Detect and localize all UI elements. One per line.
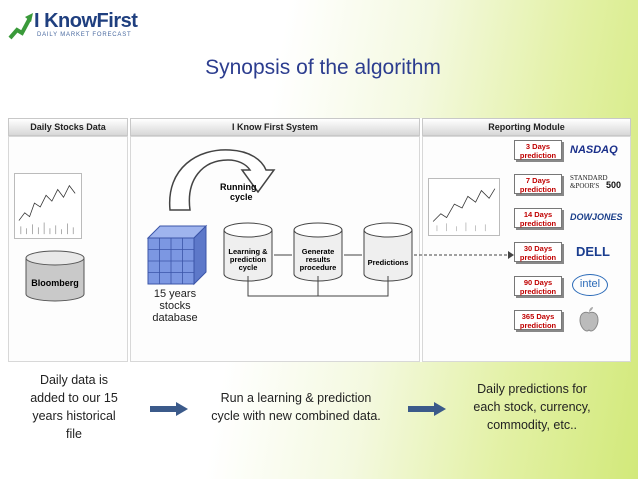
prediction-30-days-line2: prediction	[519, 253, 557, 262]
arrow-right-icon	[150, 402, 188, 416]
step-generate-label: Generate results procedure	[292, 248, 344, 272]
band-system: I Know First System	[130, 118, 420, 136]
prediction-90-days-line1: 90 Days	[523, 278, 553, 287]
database-label: 15 years stocks database	[144, 288, 206, 324]
prediction-3-days: 3 Days prediction	[514, 140, 562, 160]
caption-predictions-line1: Daily predictions for	[477, 382, 587, 396]
dowjones-logo: DOWJONES	[570, 212, 623, 222]
prediction-7-days-line1: 7 Days	[525, 176, 551, 185]
bloomberg-database-icon	[25, 250, 85, 302]
logo-chart-icon	[8, 13, 33, 40]
step-learning-line3: cycle	[238, 263, 258, 272]
running-cycle-line2: cycle	[230, 192, 253, 202]
apple-icon	[579, 307, 599, 332]
running-cycle-label: Running cycle	[220, 182, 257, 202]
database-cube-icon	[146, 224, 208, 286]
running-cycle-arrow-icon	[169, 149, 276, 211]
step-learning-line1: Learning &	[228, 247, 268, 256]
prediction-365-days-line1: 365 Days	[521, 312, 555, 321]
sp500-line1: STANDARD	[570, 174, 608, 182]
prediction-90-days: 90 Days prediction	[514, 276, 562, 296]
band-daily-stocks-data: Daily Stocks Data	[8, 118, 128, 136]
company-logo: I KnowFirst DAILY MARKET FORECAST	[8, 8, 158, 44]
logo-tagline: DAILY MARKET FORECAST	[37, 32, 132, 38]
flow-connectors	[247, 251, 514, 297]
step-generate-line1: Generate	[301, 247, 335, 256]
step-learning-line2: prediction	[229, 255, 267, 264]
stock-chart-thumbnail	[14, 173, 82, 239]
caption-daily-data-line4: file	[66, 427, 82, 441]
prediction-90-days-line2: prediction	[519, 287, 557, 296]
prediction-list: 3 Days prediction NASDAQ 7 Days predicti…	[514, 140, 629, 360]
sp500-line2: &POOR'S	[570, 182, 600, 190]
intel-logo: intel	[572, 274, 608, 296]
nasdaq-logo: NASDAQ	[570, 144, 618, 156]
caption-daily-predictions: Daily predictions for each stock, curren…	[452, 380, 612, 434]
generate-results-cylinder-icon	[293, 222, 343, 282]
slide-title: Synopsis of the algorithm	[205, 56, 441, 79]
learning-cycle-cylinder-icon	[223, 222, 273, 282]
prediction-30-days: 30 Days prediction	[514, 242, 562, 262]
sp500-number: 500	[606, 180, 622, 190]
step-generate-line3: procedure	[299, 263, 337, 272]
step-generate-line2: results	[305, 255, 331, 264]
prediction-14-days-line2: prediction	[519, 219, 557, 228]
band-reporting: Reporting Module	[422, 118, 631, 136]
caption-daily-data-line3: years historical	[32, 409, 116, 423]
prediction-7-days-line2: prediction	[519, 185, 557, 194]
caption-daily-data-line1: Daily data is	[39, 373, 109, 387]
sp500-logo: STANDARD &POOR'S	[570, 174, 608, 190]
caption-daily-data: Daily data is added to our 15 years hist…	[4, 371, 144, 443]
predictions-cylinder-icon	[363, 222, 413, 282]
bloomberg-label: Bloomberg	[31, 278, 79, 288]
database-label-line2: stocks	[159, 300, 191, 312]
database-label-line1: 15 years	[153, 288, 197, 300]
prediction-3-days-line2: prediction	[519, 151, 557, 160]
database-label-line3: database	[152, 312, 198, 324]
caption-learning-line1: Run a learning & prediction	[220, 391, 372, 405]
running-cycle-line1: Running	[220, 182, 257, 192]
prediction-365-days: 365 Days prediction	[514, 310, 562, 330]
logo-name: I KnowFirst	[34, 10, 138, 32]
dell-logo: DELL	[576, 244, 610, 259]
prediction-3-days-line1: 3 Days	[525, 142, 551, 151]
step-learning-label: Learning & prediction cycle	[222, 248, 274, 272]
caption-learning-line2: cycle with new combined data.	[211, 409, 381, 423]
caption-learning-cycle: Run a learning & prediction cycle with n…	[190, 389, 402, 425]
prediction-30-days-line1: 30 Days	[523, 244, 553, 253]
arrow-right-icon	[408, 402, 446, 416]
report-chart-thumbnail	[428, 178, 500, 236]
prediction-365-days-line2: prediction	[519, 321, 557, 330]
prediction-14-days: 14 Days prediction	[514, 208, 562, 228]
caption-daily-data-line2: added to our 15	[30, 391, 118, 405]
algorithm-diagram: Daily Stocks Data I Know First System Re…	[8, 118, 631, 362]
caption-predictions-line2: each stock, currency,	[473, 400, 591, 414]
prediction-14-days-line1: 14 Days	[523, 210, 553, 219]
prediction-7-days: 7 Days prediction	[514, 174, 562, 194]
caption-predictions-line3: commodity, etc..	[486, 418, 578, 432]
step-predictions-label: Predictions	[367, 258, 409, 267]
